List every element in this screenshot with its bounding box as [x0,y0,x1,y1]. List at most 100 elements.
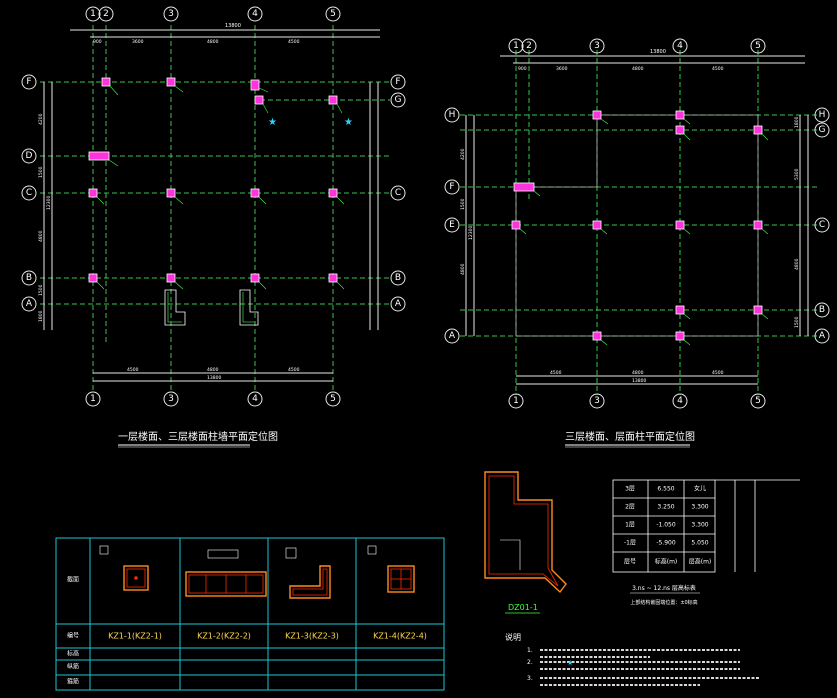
plan2-right-dim: 1800 [794,116,800,128]
plan2-right-dim: 5300 [794,168,800,180]
column-marker [675,305,685,315]
column-marker [88,151,110,161]
plan1-bottom-dim: 4500 [288,367,300,373]
column-marker [753,125,763,135]
plan1-columns [88,77,338,283]
plan2: 13800 900 3600 4800 4500 4500 4800 4500 … [444,38,830,448]
level-elevation: -1.050 [656,522,676,529]
axis-bubble-3: 3 [594,396,600,406]
level-height: 女儿 [694,485,706,493]
level-table-subcaption: 上部结构嵌固端位置：±0标高 [630,599,697,606]
note-item: 2. [527,659,533,666]
level-floor: 层号 [624,559,636,566]
plan2-columns [511,110,763,341]
level-elevation: 标高(m) [655,558,678,566]
axis-bubble-1: 1 [90,9,96,19]
column-marker [88,188,98,198]
column-marker [592,220,602,230]
plan1-dims [43,29,380,382]
axis-bubble-D: D [26,151,33,161]
plan2-left-dim: 4200 [460,148,466,160]
plan1: 13800 900 3600 4800 4500 4500 4800 4500 … [21,6,406,448]
plan2-title: 三层楼面、层面柱平面定位图 [565,430,695,443]
table-row-label: 纵筋 [67,663,79,671]
axis-bubble-5: 5 [755,41,761,51]
column-code: KZ1-4(KZ2-4) [373,632,427,641]
detail-label: DZ01-1 [508,603,538,612]
level-table: 3层 6.550 女儿 2层 3.250 3.300 1层 -1.050 3.3… [612,479,800,606]
level-floor: 3层 [625,486,635,493]
plan1-left-dim: 1800 [38,310,44,322]
column-marker [328,273,338,283]
column-marker [88,273,98,283]
plan1-left-dim: 1500 [38,284,44,296]
column-marker [511,220,521,230]
table-row-label: 标高 [67,650,79,658]
plan1-left-dim: 4200 [38,113,44,125]
axis-bubble-A: A [819,331,826,341]
axis-bubble-4: 4 [677,41,683,51]
axis-bubble-H: H [819,110,826,120]
axis-bubble-F: F [395,77,400,87]
plan2-left-total: 12300 [468,226,474,240]
axis-bubble-B: B [395,273,401,283]
axis-bubble-A: A [395,299,402,309]
level-height: 3.300 [691,504,708,511]
axis-bubble-H: H [449,110,456,120]
detail-dz01: DZ01-1 [484,471,567,614]
column-marker [753,305,763,315]
axis-bubble-F: F [449,182,454,192]
star-icon: ★ [567,659,573,667]
plan1-bottom-dim: 4500 [127,367,139,373]
axis-bubble-G: G [395,95,402,105]
axis-bubble-B: B [819,305,825,315]
level-elevation: 6.550 [657,486,674,493]
plan1-bottom-total: 13800 [207,375,221,381]
column-marker [328,95,338,105]
table-row-label: 编号 [67,632,79,640]
column-marker [675,125,685,135]
column-marker [753,220,763,230]
level-elevation: -5.900 [656,540,676,547]
axis-bubble-C: C [26,188,32,198]
axis-bubble-C: C [819,220,825,230]
plan1-left-dim: 1500 [38,166,44,178]
plan1-title: 一层楼面、三层楼面柱墙平面定位图 [118,430,278,443]
level-height: 层高(m) [689,558,712,566]
column-marker [592,331,602,341]
plan1-axis-bubbles [21,6,406,407]
axis-bubble-F: F [26,77,31,87]
column-section-sketches [99,545,415,599]
plan2-dims [465,55,809,385]
plan2-bottom-dim: 4500 [712,370,724,376]
column-marker [250,79,260,91]
axis-bubble-G: G [819,125,826,135]
level-floor: 2层 [625,504,635,511]
axis-bubble-4: 4 [252,9,258,19]
column-marker [250,273,260,283]
column-marker [675,331,685,341]
plan2-right-dim: 4800 [794,258,800,270]
column-marker [675,220,685,230]
axis-bubble-2: 2 [526,41,532,51]
column-marker [513,182,535,192]
axis-bubble-1: 1 [513,41,519,51]
column-marker [675,110,685,120]
column-marker [166,188,176,198]
plan2-top-total: 13800 [650,49,666,55]
axis-bubble-3: 3 [168,9,174,19]
plan2-bottom-dim: 4500 [550,370,562,376]
axis-bubble-2: 2 [103,9,109,19]
column-marker [101,77,111,87]
level-floor: 1层 [625,522,635,529]
column-code: KZ1-3(KZ2-3) [285,632,339,641]
axis-bubble-E: E [449,220,455,230]
column-schedule-table: 截面 编号 标高 纵筋 箍筋 KZ1-1(KZ2-1) KZ1-2(KZ2-2)… [55,537,445,691]
plan2-bottom-total: 13800 [632,378,646,384]
plan2-top-dim: 4800 [632,66,644,72]
axis-bubble-3: 3 [594,41,600,51]
plan1-left-dim: 4800 [38,230,44,242]
column-marker [592,110,602,120]
plan1-stair-walls [164,289,259,326]
